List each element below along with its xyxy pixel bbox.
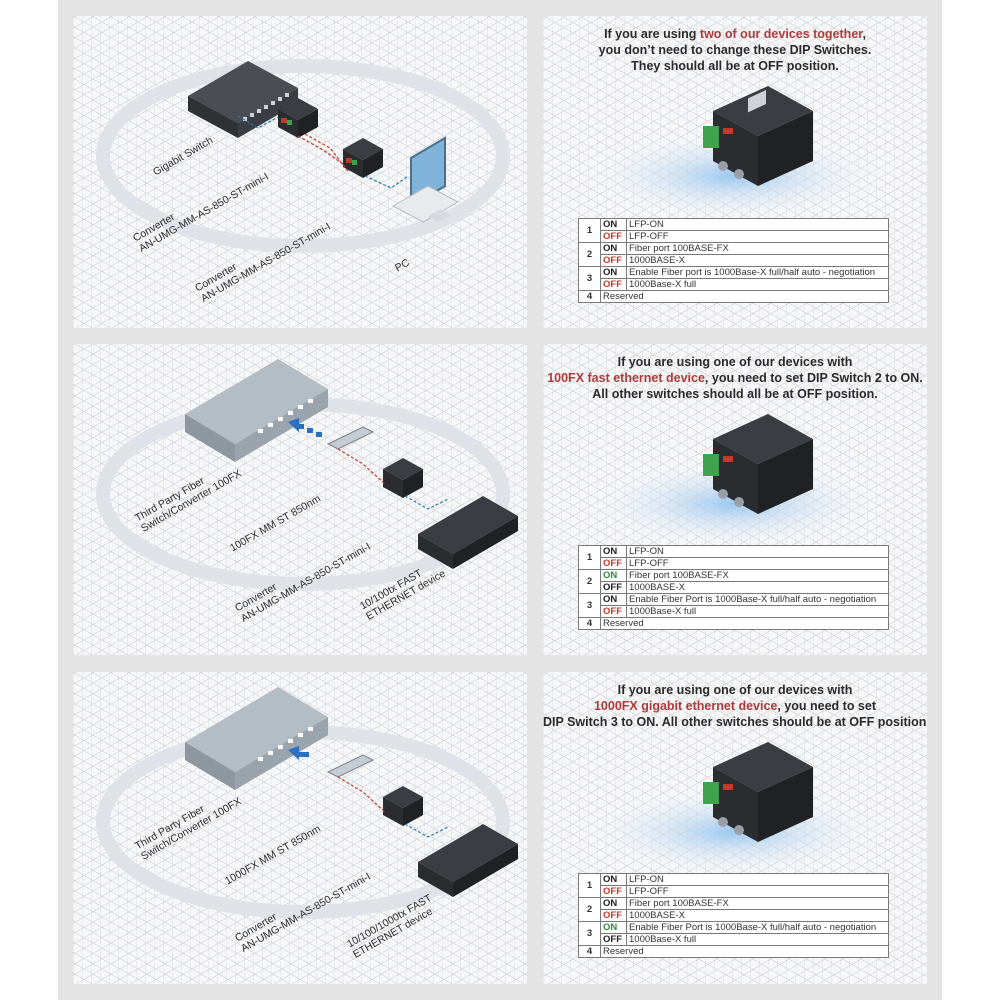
converter-illustration-3 bbox=[583, 742, 883, 877]
arrow-icon bbox=[288, 418, 322, 437]
dip-panel-1: If you are using two of our devices toge… bbox=[543, 16, 927, 328]
switch-ports-icon bbox=[243, 93, 289, 121]
dip-panel-3: If you are using one of our devices with… bbox=[543, 672, 927, 984]
dip-heading-1: If you are using two of our devices toge… bbox=[598, 27, 872, 73]
arrow-icon bbox=[288, 746, 309, 760]
dip-heading-3: If you are using one of our devices with… bbox=[543, 683, 927, 729]
topology-diagram-2 bbox=[96, 359, 518, 591]
converter-illustration-2 bbox=[583, 414, 883, 549]
topology-diagram-1 bbox=[96, 59, 510, 253]
converter-illustration-1 bbox=[583, 86, 883, 221]
dip-heading-2: If you are using one of our devices with… bbox=[547, 355, 923, 401]
topology-diagram-3 bbox=[96, 687, 518, 919]
dip-panel-2: If you are using one of our devices with… bbox=[543, 344, 927, 655]
